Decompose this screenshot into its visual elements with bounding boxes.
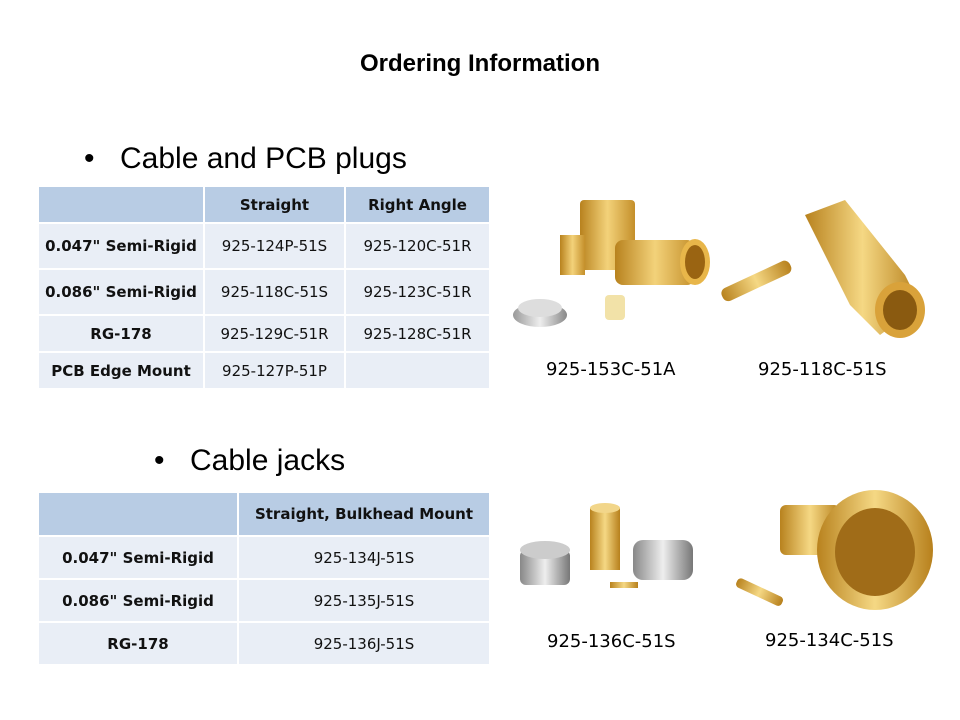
part-number: 925-123C-51R [344, 268, 491, 316]
header-cell [37, 185, 205, 224]
jacks-table: Straight, Bulkhead Mount 0.047" Semi-Rig… [37, 491, 491, 666]
bullet-icon: • [84, 142, 95, 175]
part-number: 925-118C-51S [203, 268, 346, 316]
part-number: 925-124P-51S [203, 222, 346, 270]
part-number: 925-120C-51R [344, 222, 491, 270]
bullet-icon: • [154, 444, 165, 477]
header-cell: Straight [203, 185, 346, 224]
bullet-cable-pcb-plugs: • Cable and PCB plugs [84, 142, 407, 176]
caption-925-118C-51S: 925-118C-51S [758, 359, 887, 380]
bulkhead-jack-image [736, 490, 933, 610]
right-angle-plug-image [513, 200, 710, 327]
part-number [344, 351, 491, 390]
caption-925-153C-51A: 925-153C-51A [546, 359, 676, 380]
part-number: 925-136J-51S [237, 621, 491, 666]
row-label: 0.086" Semi-Rigid [37, 268, 205, 316]
bullet-text: Cable jacks [190, 444, 346, 477]
straight-plug-image [721, 200, 925, 338]
page-title: Ordering Information [360, 50, 600, 77]
bullet-text: Cable and PCB plugs [120, 142, 407, 175]
caption-925-136C-51S: 925-136C-51S [547, 631, 676, 652]
row-label: 0.086" Semi-Rigid [37, 578, 239, 623]
row-label: RG-178 [37, 621, 239, 666]
row-label: RG-178 [37, 314, 205, 353]
row-label: PCB Edge Mount [37, 351, 205, 390]
part-number: 925-128C-51R [344, 314, 491, 353]
header-cell: Right Angle [344, 185, 491, 224]
part-number: 925-129C-51R [203, 314, 346, 353]
row-label: 0.047" Semi-Rigid [37, 535, 239, 580]
header-cell: Straight, Bulkhead Mount [237, 491, 491, 537]
part-number: 925-134J-51S [237, 535, 491, 580]
table-header-row: Straight, Bulkhead Mount [37, 491, 491, 537]
part-number: 925-127P-51P [203, 351, 346, 390]
cable-jack-kit-image [520, 503, 693, 588]
caption-925-134C-51S: 925-134C-51S [765, 630, 894, 651]
part-number: 925-135J-51S [237, 578, 491, 623]
row-label: 0.047" Semi-Rigid [37, 222, 205, 270]
bullet-cable-jacks: • Cable jacks [154, 444, 345, 478]
header-cell [37, 491, 239, 537]
